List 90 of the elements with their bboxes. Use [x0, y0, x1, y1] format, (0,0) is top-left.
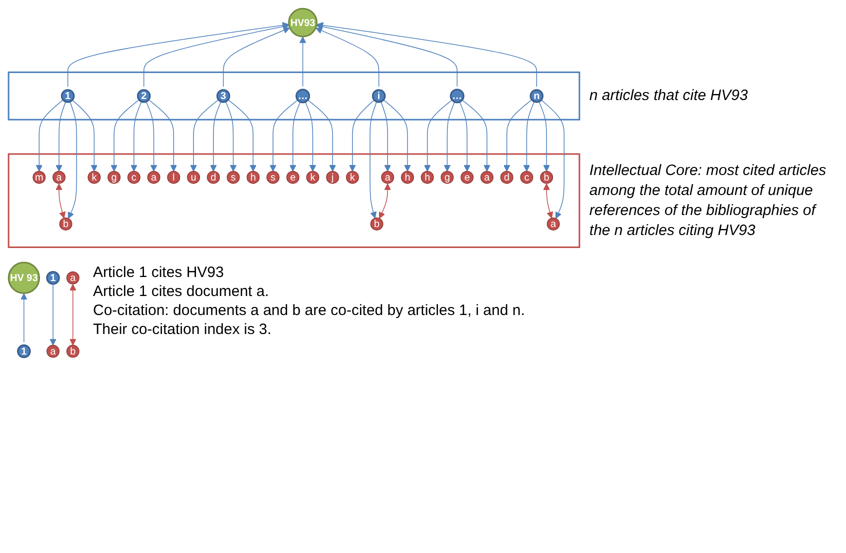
node-circle: j — [326, 170, 340, 184]
arrow — [190, 99, 219, 172]
arrow — [459, 102, 470, 172]
node-circle: e — [286, 170, 300, 184]
arrow — [148, 99, 177, 172]
arrow — [228, 99, 256, 172]
node-circle: HV93 — [288, 8, 318, 38]
node-circle: b — [59, 217, 72, 230]
node-circle: a — [480, 170, 494, 184]
node-circle: h — [400, 170, 414, 184]
node-circle: d — [500, 170, 514, 184]
arrow — [370, 101, 378, 218]
arrow — [444, 102, 456, 172]
arrow — [56, 101, 66, 172]
arrow — [543, 183, 554, 218]
arrow — [290, 102, 301, 172]
node-circle: b — [66, 344, 80, 358]
arrow — [316, 27, 380, 88]
note-text: Article 1 cites HV93 — [92, 262, 224, 282]
cluster — [8, 153, 580, 248]
group-caption: Intellectual Core: most cited articles among the total amount of unique references of the bibliographies of the n articles citing HV93 — [589, 160, 828, 241]
node-circle: h — [246, 170, 260, 184]
arrow — [316, 22, 537, 88]
arrow — [316, 23, 458, 87]
node-circle: c — [127, 170, 140, 184]
node-circle: 1 — [17, 344, 31, 358]
node-circle: b — [370, 217, 384, 230]
node-circle: h — [420, 170, 434, 184]
node-circle: a — [546, 217, 560, 230]
group-caption: n articles that cite HV93 — [589, 86, 749, 106]
arrow — [70, 284, 76, 346]
node-circle: i — [372, 89, 386, 103]
node-circle: b — [540, 170, 554, 184]
node-circle: 1 — [60, 89, 75, 103]
arrow — [56, 183, 66, 218]
node-circle: c — [520, 170, 534, 184]
node-circle: l — [167, 170, 180, 184]
node-circle: a — [46, 344, 60, 358]
node-circle: u — [187, 170, 200, 184]
node-circle: g — [108, 170, 121, 184]
arrow — [67, 22, 289, 88]
note-text: Article 1 cites document a. — [92, 282, 269, 301]
arrow — [380, 101, 391, 172]
arrow — [523, 101, 535, 172]
node-circle: 3 — [216, 89, 230, 103]
arrow — [130, 101, 142, 172]
node-circle: s — [266, 170, 280, 184]
arrow — [222, 27, 290, 88]
arrow — [210, 101, 222, 172]
node-circle: k — [346, 170, 359, 184]
node-circle: m — [32, 170, 46, 184]
arrow — [270, 100, 298, 172]
node-circle: g — [440, 170, 454, 184]
arrow — [349, 100, 375, 172]
node-circle: a — [147, 170, 160, 184]
node-circle: a — [381, 170, 394, 184]
arrow — [143, 23, 290, 88]
arrow — [538, 101, 550, 172]
node-circle: 2 — [136, 89, 151, 103]
arrow — [462, 100, 490, 172]
node-circle: … — [296, 88, 310, 104]
arrow — [50, 284, 56, 346]
note-text: Co-citation: documents a and b are co-cited by articles 1, i and n. — [92, 300, 525, 320]
node-circle: s — [226, 170, 240, 184]
node-circle: a — [66, 271, 80, 284]
node-circle: n — [530, 89, 544, 103]
arrow — [304, 102, 316, 172]
arrow — [225, 101, 237, 172]
arrow — [383, 99, 411, 172]
arrow — [20, 293, 28, 342]
node-circle: a — [52, 170, 66, 184]
arrow — [424, 100, 452, 172]
arrow — [72, 100, 98, 172]
arrow — [36, 99, 64, 172]
arrow — [110, 99, 140, 172]
arrow — [299, 36, 306, 87]
arrow — [68, 101, 77, 219]
note-text: Their co-citation index is 3. — [92, 320, 272, 339]
arrow — [378, 183, 391, 219]
arrow — [503, 99, 532, 172]
cluster — [8, 72, 580, 120]
node-circle: e — [460, 170, 474, 184]
node-circle: HV 93 — [8, 262, 40, 294]
node-circle: k — [88, 170, 101, 184]
node-circle: 1 — [46, 271, 60, 285]
arrow — [146, 101, 158, 172]
arrow — [308, 100, 336, 172]
node-circle: d — [206, 170, 220, 184]
node-circle: k — [306, 170, 320, 184]
node-circle: … — [450, 88, 464, 104]
